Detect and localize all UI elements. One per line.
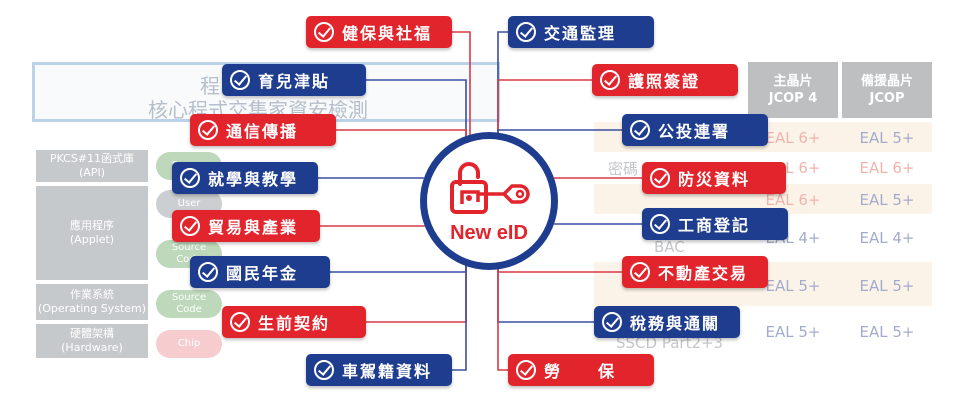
background-table-header-main-line2: JCOP 4 bbox=[768, 91, 818, 106]
background-layer-api: PKCS#11函式庫(API) bbox=[36, 150, 148, 182]
tag-business-registration[interactable]: 工商登記 bbox=[642, 208, 788, 240]
tag-label: 工商登記 bbox=[678, 216, 751, 235]
check-circle-icon bbox=[650, 168, 670, 188]
check-circle-icon bbox=[198, 262, 218, 282]
connector-health-insurance bbox=[452, 31, 471, 142]
background-table-cell: EAL 6+ bbox=[859, 159, 915, 177]
new-eid-hub: New eID bbox=[420, 132, 558, 270]
tag-living-will[interactable]: 生前契約 bbox=[222, 306, 366, 338]
tag-label: 貿易與產業 bbox=[208, 218, 299, 237]
tag-label: 育兒津貼 bbox=[258, 72, 331, 91]
check-circle-icon bbox=[630, 120, 650, 140]
background-table-cell: EAL 5+ bbox=[859, 323, 915, 341]
background-mid-text-5: SSCD Part2+3 bbox=[616, 334, 724, 352]
check-circle-icon bbox=[602, 312, 622, 332]
connector-vehicle-records bbox=[452, 260, 467, 371]
tag-label: 就學與教學 bbox=[208, 170, 299, 189]
background-layer-hardware: 硬體架構(Hardware) bbox=[36, 324, 148, 358]
tag-parental-allowance[interactable]: 育兒津貼 bbox=[222, 64, 366, 96]
tag-label: 不動產交易 bbox=[658, 264, 749, 283]
tag-label: 國民年金 bbox=[226, 264, 299, 283]
background-table-cell: EAL 5+ bbox=[765, 277, 821, 295]
background-table-cell: EAL 6+ bbox=[765, 191, 821, 209]
background-table-cell: EAL 5+ bbox=[859, 129, 915, 147]
background-pill-chip: Chip bbox=[156, 330, 222, 358]
tag-label: 稅務與通關 bbox=[630, 314, 721, 333]
tag-traffic-supervision[interactable]: 交通監理 bbox=[508, 16, 654, 48]
tag-label: 健保與社福 bbox=[342, 24, 433, 43]
padlock-key-icon bbox=[450, 161, 530, 214]
tag-health-insurance[interactable]: 健保與社福 bbox=[306, 16, 452, 48]
tag-passport-visa[interactable]: 護照簽證 bbox=[592, 64, 738, 96]
tag-national-pension[interactable]: 國民年金 bbox=[190, 256, 330, 288]
tag-label: 公投連署 bbox=[658, 122, 731, 141]
background-layer-os: 作業系統(Operating System) bbox=[36, 284, 148, 320]
check-circle-icon bbox=[650, 214, 670, 234]
background-table-header-main-line1: 主晶片 bbox=[773, 74, 813, 89]
connector-passport-visa bbox=[497, 79, 592, 142]
tag-label: 生前契約 bbox=[258, 314, 331, 333]
tag-label: 交通監理 bbox=[544, 24, 617, 43]
connector-labor-insurance bbox=[497, 260, 508, 371]
background-table-header-backup-line2: JCOP bbox=[869, 91, 905, 106]
check-circle-icon bbox=[314, 22, 334, 42]
background-title-line1: 程 bbox=[200, 74, 220, 98]
background-mid-text-1: 密碼 bbox=[608, 160, 639, 178]
tag-label: 通信傳播 bbox=[226, 122, 299, 141]
check-circle-icon bbox=[516, 22, 536, 42]
tag-labor-insurance[interactable]: 勞 保 bbox=[508, 354, 654, 386]
tag-real-estate[interactable]: 不動產交易 bbox=[622, 256, 768, 288]
check-circle-icon bbox=[314, 360, 334, 380]
background-table-cell: EAL 6+ bbox=[765, 129, 821, 147]
background-table-header-main: 主晶片 JCOP 4 bbox=[748, 62, 838, 118]
connector-tax-customs bbox=[497, 260, 594, 323]
tag-label: 防災資料 bbox=[678, 170, 751, 189]
check-circle-icon bbox=[180, 216, 200, 236]
check-circle-icon bbox=[630, 262, 650, 282]
tag-public-investment[interactable]: 公投連署 bbox=[622, 114, 768, 146]
connector-traffic-supervision bbox=[497, 31, 508, 142]
check-circle-icon bbox=[180, 168, 200, 188]
hub-label: New eID bbox=[450, 221, 528, 244]
tag-label: 勞 保 bbox=[544, 362, 617, 381]
tag-telecom[interactable]: 通信傳播 bbox=[190, 114, 336, 146]
background-table-cell: EAL 5+ bbox=[859, 191, 915, 209]
check-circle-icon bbox=[230, 312, 250, 332]
tag-label: 車駕籍資料 bbox=[342, 362, 433, 381]
tag-employment-education[interactable]: 就學與教學 bbox=[172, 162, 318, 194]
connector-national-pension bbox=[330, 260, 467, 273]
tag-label: 護照簽證 bbox=[628, 72, 701, 91]
background-table-cell: EAL 5+ bbox=[765, 323, 821, 341]
check-circle-icon bbox=[600, 70, 620, 90]
background-table-cell: EAL 4+ bbox=[859, 229, 915, 247]
new-eid-hub-inner: New eID bbox=[427, 139, 551, 263]
check-circle-icon bbox=[230, 70, 250, 90]
background-table-header-backup-line1: 備援晶片 bbox=[860, 74, 913, 89]
tag-disaster-info[interactable]: 防災資料 bbox=[642, 162, 786, 194]
check-circle-icon bbox=[198, 120, 218, 140]
connector-telecom bbox=[336, 129, 467, 142]
tag-vehicle-records[interactable]: 車駕籍資料 bbox=[306, 354, 452, 386]
background-layer-applet: 應用程序(Applet) bbox=[36, 186, 148, 280]
connector-living-will bbox=[366, 260, 467, 323]
tag-tax-customs[interactable]: 稅務與通關 bbox=[594, 306, 740, 338]
connector-parental-allowance bbox=[366, 79, 467, 142]
background-table-cell: EAL 5+ bbox=[859, 277, 915, 295]
check-circle-icon bbox=[516, 360, 536, 380]
tag-trade-industry[interactable]: 貿易與產業 bbox=[172, 210, 320, 242]
background-mid-text-3: BAC bbox=[654, 238, 685, 256]
background-table-header-backup: 備援晶片 JCOP bbox=[842, 62, 932, 118]
